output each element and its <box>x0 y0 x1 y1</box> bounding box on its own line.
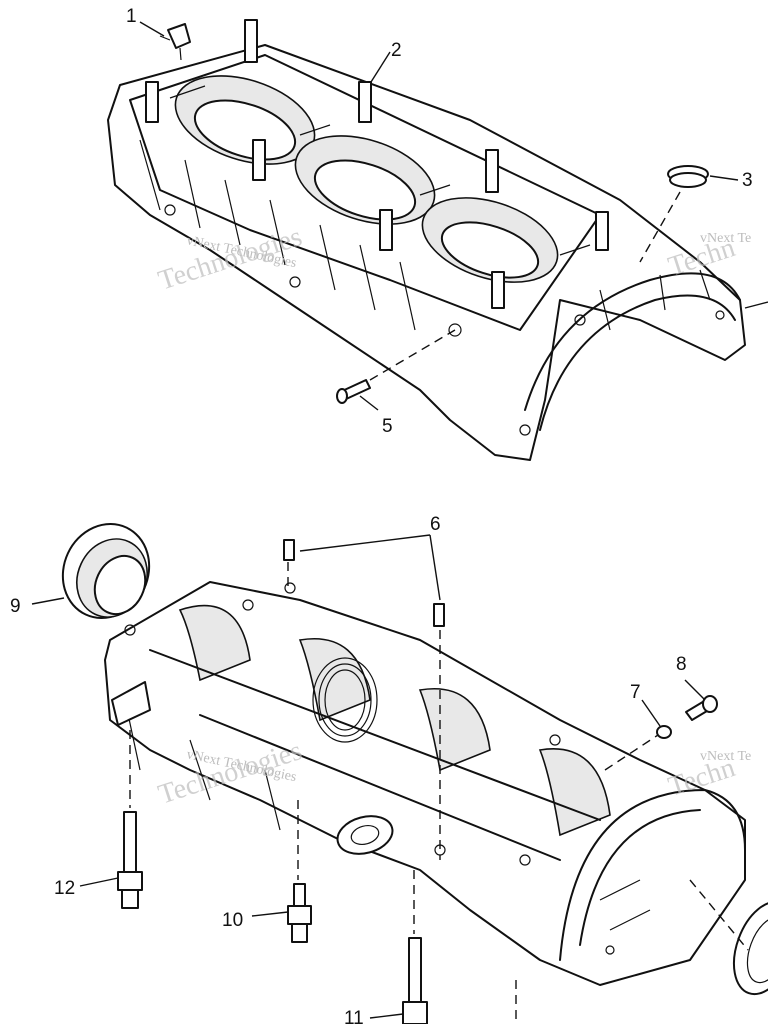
callout-9: 9 <box>10 596 21 617</box>
watermark-top-edge: vNext Te <box>700 231 751 246</box>
bolt-part-11 <box>402 937 428 1024</box>
callout-7: 7 <box>630 682 641 703</box>
seal-part-9 <box>61 523 151 619</box>
callout-1: 1 <box>126 6 137 27</box>
plug-part-3 <box>667 165 709 188</box>
callout-11: 11 <box>344 1008 364 1024</box>
watermark-bottom-edge: vNext Te <box>700 749 751 764</box>
callout-2: 2 <box>391 40 402 61</box>
washer-part-7 <box>656 725 672 739</box>
bolt-part-8 <box>685 695 718 721</box>
dowel-2 <box>433 603 445 627</box>
bolt-part-10 <box>287 883 312 943</box>
callout-6: 6 <box>430 514 441 535</box>
fitting-part-1 <box>159 23 191 61</box>
bolt-part-12 <box>117 811 143 909</box>
callout-8: 8 <box>676 654 687 675</box>
seal-right <box>732 900 768 996</box>
callout-5: 5 <box>382 416 393 437</box>
dowel-1 <box>283 539 295 561</box>
lower-crankcase <box>61 523 768 1024</box>
callout-10: 10 <box>222 910 243 931</box>
upper-crankcase <box>107 19 746 461</box>
leader-lines <box>31 21 768 1019</box>
stud-set-upper <box>145 19 609 309</box>
bolt-part-5 <box>336 379 371 404</box>
callout-12: 12 <box>54 878 75 899</box>
callouts: 1 2 3 5 6 7 8 9 10 11 12 <box>10 6 753 1024</box>
callout-3: 3 <box>742 170 753 191</box>
